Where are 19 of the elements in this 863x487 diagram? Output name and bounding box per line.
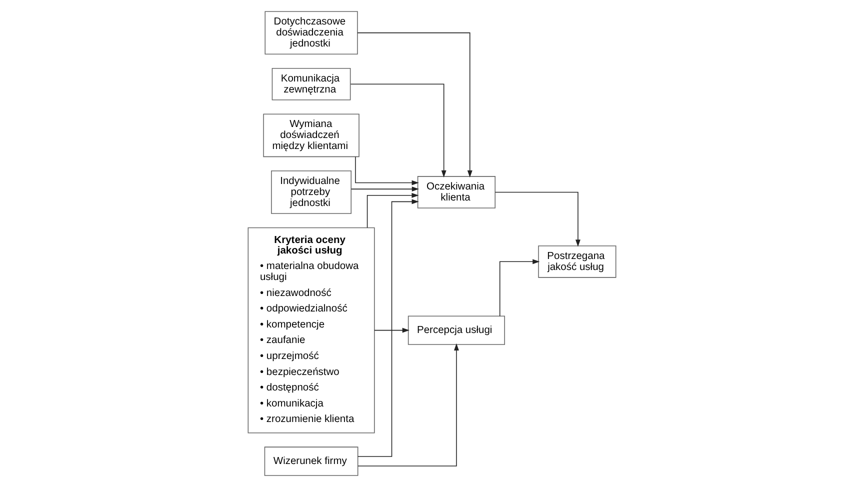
arrow [494,192,580,247]
node-box: Wizerunek firmy [264,446,358,476]
node-box: Indywidualne potrzeby jednostki [270,170,352,214]
arrow [374,328,409,333]
node-box: Percepcja usługi [407,316,504,345]
arrow [354,156,418,186]
node-box: Kryteria oceny jakości usług • materialna obudowa usługi • niezawodność • odpowiedzialność • kompetencje • zaufanie • uprzejmość • bezpieczeństwo • dostępność • komunikacja • zrozumienie klienta [247,227,374,434]
node-box: Komunikacja zewnętrzna [271,68,350,100]
node-box: Postrzegana jakość usług [538,245,616,278]
node-box: Dotychczasowe doświadczenia jednostki [264,11,358,55]
arrow [350,84,446,178]
node-box: Wymiana doświadczeń między klientami [262,114,359,158]
arrow [350,186,418,192]
arrow [356,32,472,178]
arrow [498,259,540,316]
arrow [357,343,458,466]
arrow [356,199,418,457]
node-box: Oczekiwania klienta [416,176,496,208]
arrow [366,192,418,228]
